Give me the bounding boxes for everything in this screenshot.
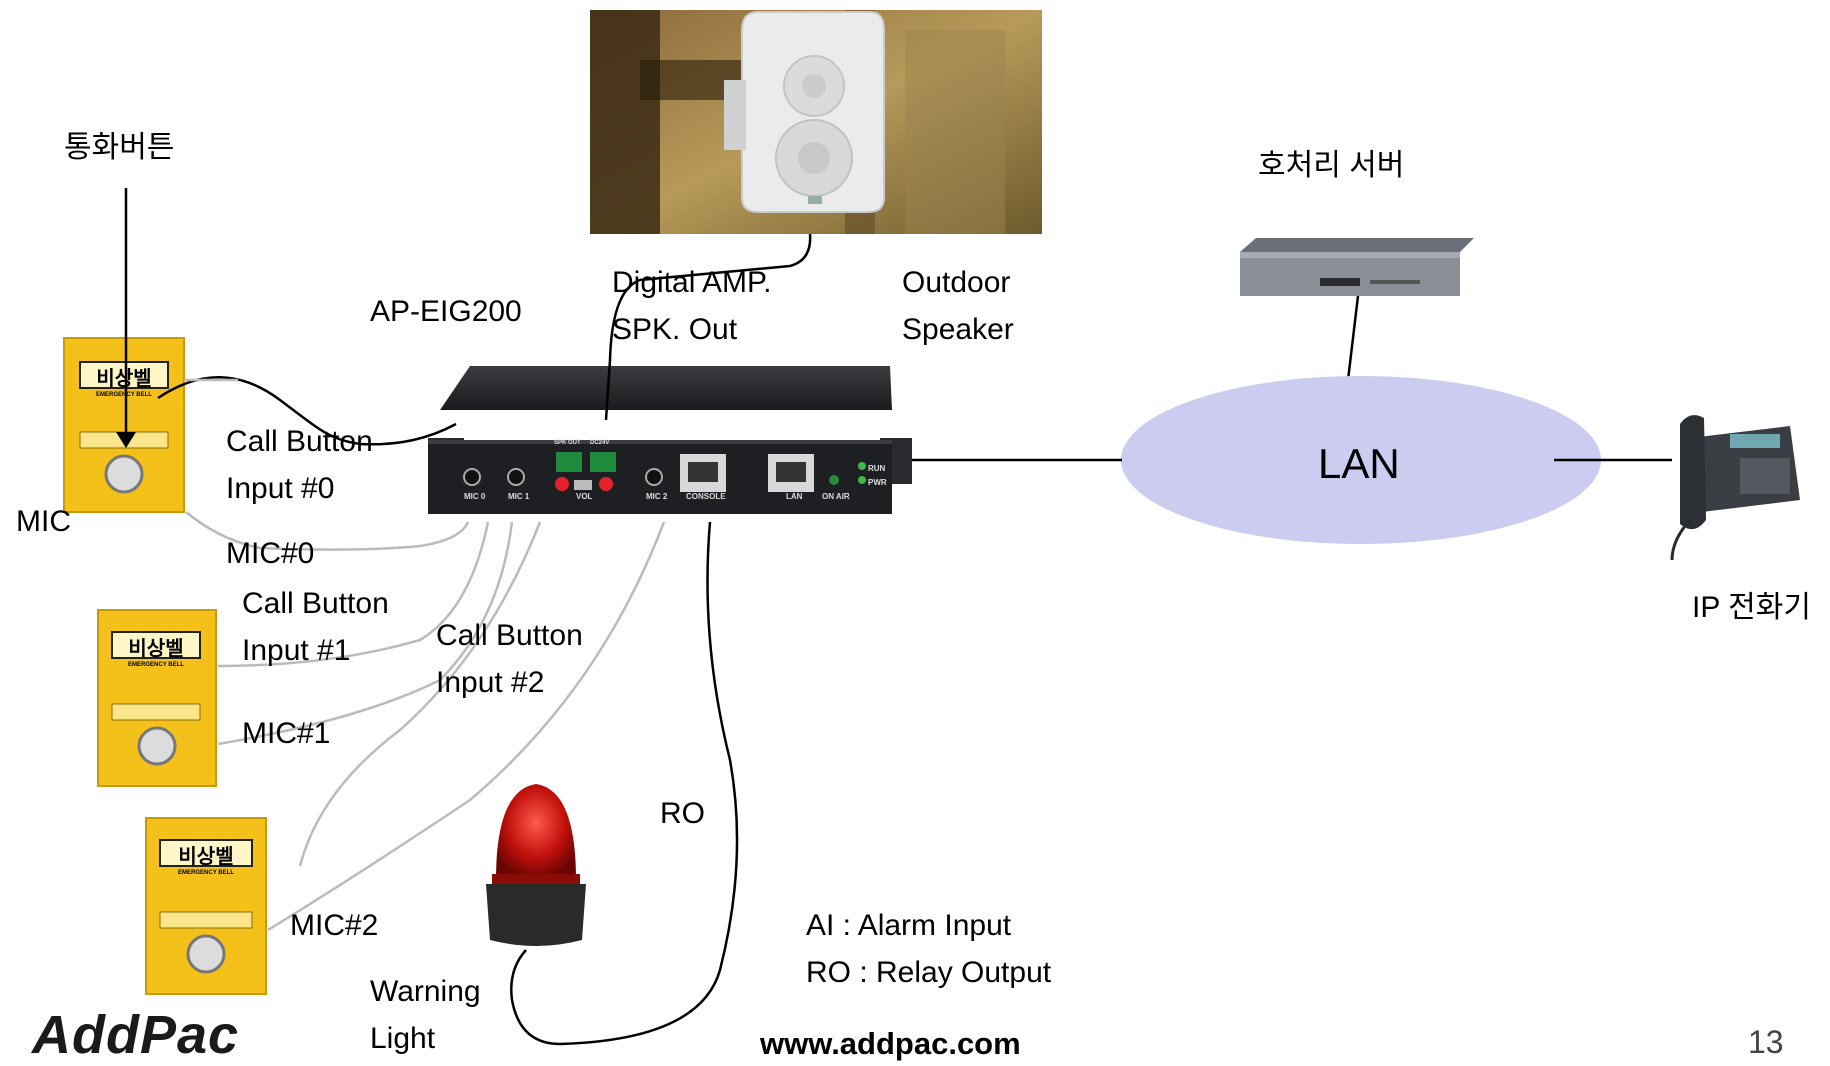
bell-box-1-subtitle: EMERGENCY BELL — [128, 662, 184, 668]
lan-label: LAN — [1318, 440, 1400, 487]
call-button-input-1-label: Call Button Input #1 — [242, 580, 389, 674]
page-number: 13 — [1748, 1024, 1784, 1060]
outdoor-speaker-label: Outdoor Speaker — [902, 259, 1014, 353]
warning-line1: Warning — [370, 975, 481, 1008]
mic2-label: MIC#2 — [290, 909, 379, 942]
digital-amp-line2: SPK. Out — [612, 313, 738, 346]
cb1-line1: Call Button — [242, 587, 389, 620]
warning-light-label: Warning Light — [370, 968, 481, 1062]
ip-phone-label: IP 전화기 — [1692, 591, 1811, 624]
bell-box-2-title: 비상벨 — [178, 846, 234, 868]
emergency-bell-box-1 — [97, 609, 217, 787]
digital-amp-label: Digital AMP. SPK. Out — [612, 259, 772, 353]
digital-amp-line1: Digital AMP. — [612, 266, 772, 299]
cb0-line2: Input #0 — [226, 472, 335, 505]
outdoor-line1: Outdoor — [902, 266, 1011, 299]
port-mic2-label: MIC 2 — [646, 492, 668, 501]
ro-label: RO — [660, 797, 705, 830]
call-server-label: 호처리 서버 — [1258, 149, 1405, 182]
cb2-line2: Input #2 — [436, 666, 545, 699]
bell-box-1-title: 비상벨 — [128, 638, 184, 660]
warning-light-device — [486, 784, 586, 946]
port-vol-label: VOL — [576, 492, 593, 501]
port-pwr-label: PWR — [868, 478, 887, 487]
lan-cloud — [1121, 376, 1601, 544]
port-spk-out-label: SPK OUT — [554, 440, 581, 446]
port-mic1-label: MIC 1 — [508, 492, 530, 501]
ip-phone-device — [1670, 415, 1800, 561]
mic-label: MIC — [16, 505, 71, 538]
addpac-logo: AddPac — [32, 1005, 240, 1065]
ap-eig200-device — [428, 366, 912, 514]
port-lan-label: LAN — [786, 492, 803, 501]
outdoor-line2: Speaker — [902, 313, 1014, 346]
emergency-bell-box-0 — [63, 337, 185, 513]
footer-url[interactable]: www.addpac.com — [760, 1026, 1021, 1061]
emergency-bell-box-2 — [145, 817, 267, 995]
legend-ai: AI : Alarm Input — [806, 909, 1012, 942]
port-on-air-label: ON AIR — [822, 492, 850, 501]
mic0-label: MIC#0 — [226, 537, 315, 570]
legend: AI : Alarm Input RO : Relay Output — [806, 902, 1051, 996]
bell-box-0-subtitle: EMERGENCY BELL — [96, 392, 152, 398]
cb2-line1: Call Button — [436, 619, 583, 652]
call-server-device — [1240, 238, 1474, 296]
call-button-ko-label: 통화버튼 — [64, 131, 175, 164]
legend-ro: RO : Relay Output — [806, 956, 1052, 989]
port-dc24v-label: DC24V — [590, 440, 610, 446]
bell-box-2-subtitle: EMERGENCY BELL — [178, 870, 234, 876]
device-port-labels: MIC 0 MIC 1 SPK OUT DC24V VOL MIC 2 CONS… — [430, 440, 890, 506]
warning-line2: Light — [370, 1022, 436, 1055]
outdoor-speaker-photo — [590, 10, 1042, 234]
port-mic0-label: MIC 0 — [464, 492, 486, 501]
mic1-label: MIC#1 — [242, 717, 331, 750]
cb0-line1: Call Button — [226, 425, 373, 458]
port-run-label: RUN — [868, 464, 886, 473]
bell-box-0-title: 비상벨 — [96, 368, 152, 390]
call-button-input-2-label: Call Button Input #2 — [436, 612, 583, 706]
cb1-line2: Input #1 — [242, 634, 351, 667]
port-console-label: CONSOLE — [686, 492, 726, 501]
model-label: AP-EIG200 — [370, 295, 522, 328]
call-button-input-0-label: Call Button Input #0 — [226, 418, 373, 512]
